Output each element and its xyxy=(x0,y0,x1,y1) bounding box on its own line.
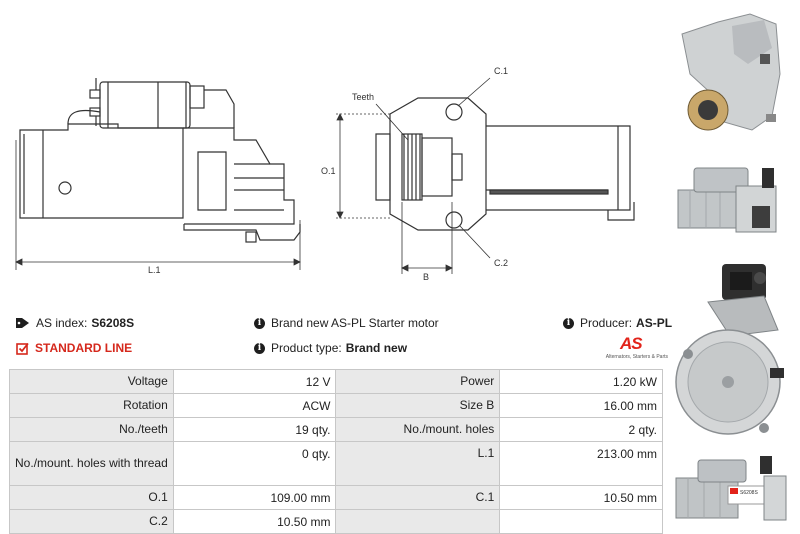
logo-tagline: Alternators, Starters & Parts xyxy=(605,354,668,360)
as-index-info: AS index: S6208S xyxy=(16,316,134,330)
spec-label: No./mount. holes xyxy=(335,417,501,442)
spec-label: L.1 xyxy=(335,441,501,486)
info-icon: i xyxy=(254,317,265,329)
as-index-value: S6208S xyxy=(91,316,135,330)
spec-value: 1.20 kW xyxy=(499,369,663,394)
product-type-info: i Product type: Brand new xyxy=(254,341,407,355)
product-description: Brand new AS-PL Starter motor xyxy=(271,316,439,330)
spec-value: 0 qty. xyxy=(172,441,337,486)
spec-value: 16.00 mm xyxy=(499,393,663,418)
product-type-value: Brand new xyxy=(345,341,408,355)
teeth-label: Teeth xyxy=(352,92,374,102)
logo-mark: AS xyxy=(620,334,643,353)
standard-line-text: STANDARD LINE xyxy=(35,341,133,355)
spec-value: 10.50 mm xyxy=(499,485,663,510)
description-info: i Brand new AS-PL Starter motor xyxy=(254,316,439,330)
spec-label: C.2 xyxy=(9,509,174,534)
b-dimension-label: B xyxy=(423,272,429,282)
product-photo-label-side: S6208S xyxy=(675,456,787,521)
o1-dimension-label: O.1 xyxy=(321,166,336,176)
producer-value: AS-PL xyxy=(636,316,673,330)
spec-value: 109.00 mm xyxy=(172,485,337,510)
product-type-label: Product type: xyxy=(271,341,342,355)
c2-dimension-label: C.2 xyxy=(494,258,508,268)
spec-value: 213.00 mm xyxy=(499,441,663,486)
info-icon: i xyxy=(254,342,265,354)
spec-label xyxy=(335,509,501,534)
table-row: Voltage 12 V Power 1.20 kW xyxy=(9,369,663,394)
as-pl-logo: AS Alternators, Starters & Parts xyxy=(594,334,668,362)
product-photo-rear xyxy=(675,264,784,435)
table-row: No./mount. holes with thread 0 qty. L.1 … xyxy=(9,441,663,486)
specifications-table: Voltage 12 V Power 1.20 kW Rotation ACW … xyxy=(9,369,663,534)
spec-label: Voltage xyxy=(9,369,174,394)
checkbox-checked-icon xyxy=(16,342,29,355)
l1-dimension-label: L.1 xyxy=(148,265,161,275)
spec-label: No./mount. holes with thread xyxy=(9,441,174,486)
spec-value: 19 qty. xyxy=(172,417,337,442)
producer-label: Producer: xyxy=(580,316,633,330)
spec-label: No./teeth xyxy=(9,417,174,442)
info-icon: i xyxy=(563,317,574,329)
table-row: No./teeth 19 qty. No./mount. holes 2 qty… xyxy=(9,417,663,442)
spec-value: ACW xyxy=(172,393,337,418)
starter-front-view-drawing: O.1 B C.1 C.2 Teeth xyxy=(321,66,635,282)
tag-icon xyxy=(16,318,29,328)
producer-info: i Producer: AS-PL xyxy=(563,316,672,330)
product-photo-front-end xyxy=(681,13,781,131)
standard-line-badge: STANDARD LINE xyxy=(16,341,132,355)
table-row: Rotation ACW Size B 16.00 mm xyxy=(9,393,663,418)
table-row: O.1 109.00 mm C.1 10.50 mm xyxy=(9,485,663,510)
spec-label: O.1 xyxy=(9,485,174,510)
product-photo-side xyxy=(677,167,777,233)
spec-label: Size B xyxy=(335,393,501,418)
starter-side-view-drawing: L.1 xyxy=(15,78,301,275)
as-index-label: AS index: xyxy=(36,316,88,330)
photo-label-text: S6208S xyxy=(740,490,758,496)
spec-value: 12 V xyxy=(172,369,337,394)
spec-label: Rotation xyxy=(9,393,174,418)
spec-value: 2 qty. xyxy=(499,417,663,442)
spec-label: C.1 xyxy=(335,485,501,510)
spec-value xyxy=(499,509,663,534)
spec-label: Power xyxy=(335,369,501,394)
spec-value: 10.50 mm xyxy=(172,509,337,534)
table-row: C.2 10.50 mm xyxy=(9,509,663,534)
c1-dimension-label: C.1 xyxy=(494,66,508,76)
